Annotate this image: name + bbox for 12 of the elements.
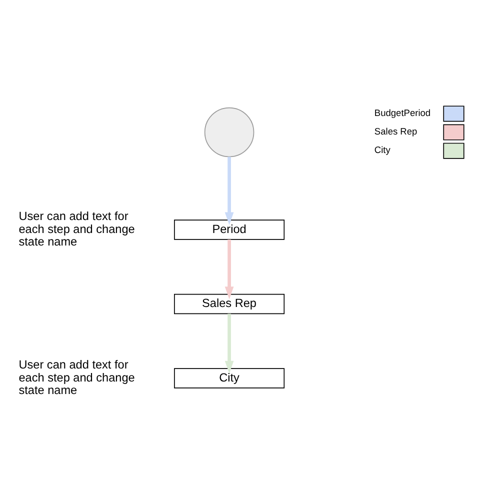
node-box: City — [174, 368, 285, 388]
legend-label: City — [374, 144, 390, 155]
label: User can add text for each step and change state name — [18, 357, 135, 397]
legend-label: BudgetPeriod — [374, 108, 431, 118]
label: User can add text for each step and change state name — [18, 208, 135, 248]
legend-label: Sales Rep — [374, 126, 418, 136]
node-box: Sales Rep — [174, 293, 285, 314]
arrow — [224, 313, 234, 374]
node-box: Period — [174, 219, 285, 240]
arrow — [224, 239, 234, 299]
node-circle — [204, 106, 254, 157]
arrow — [224, 156, 234, 224]
